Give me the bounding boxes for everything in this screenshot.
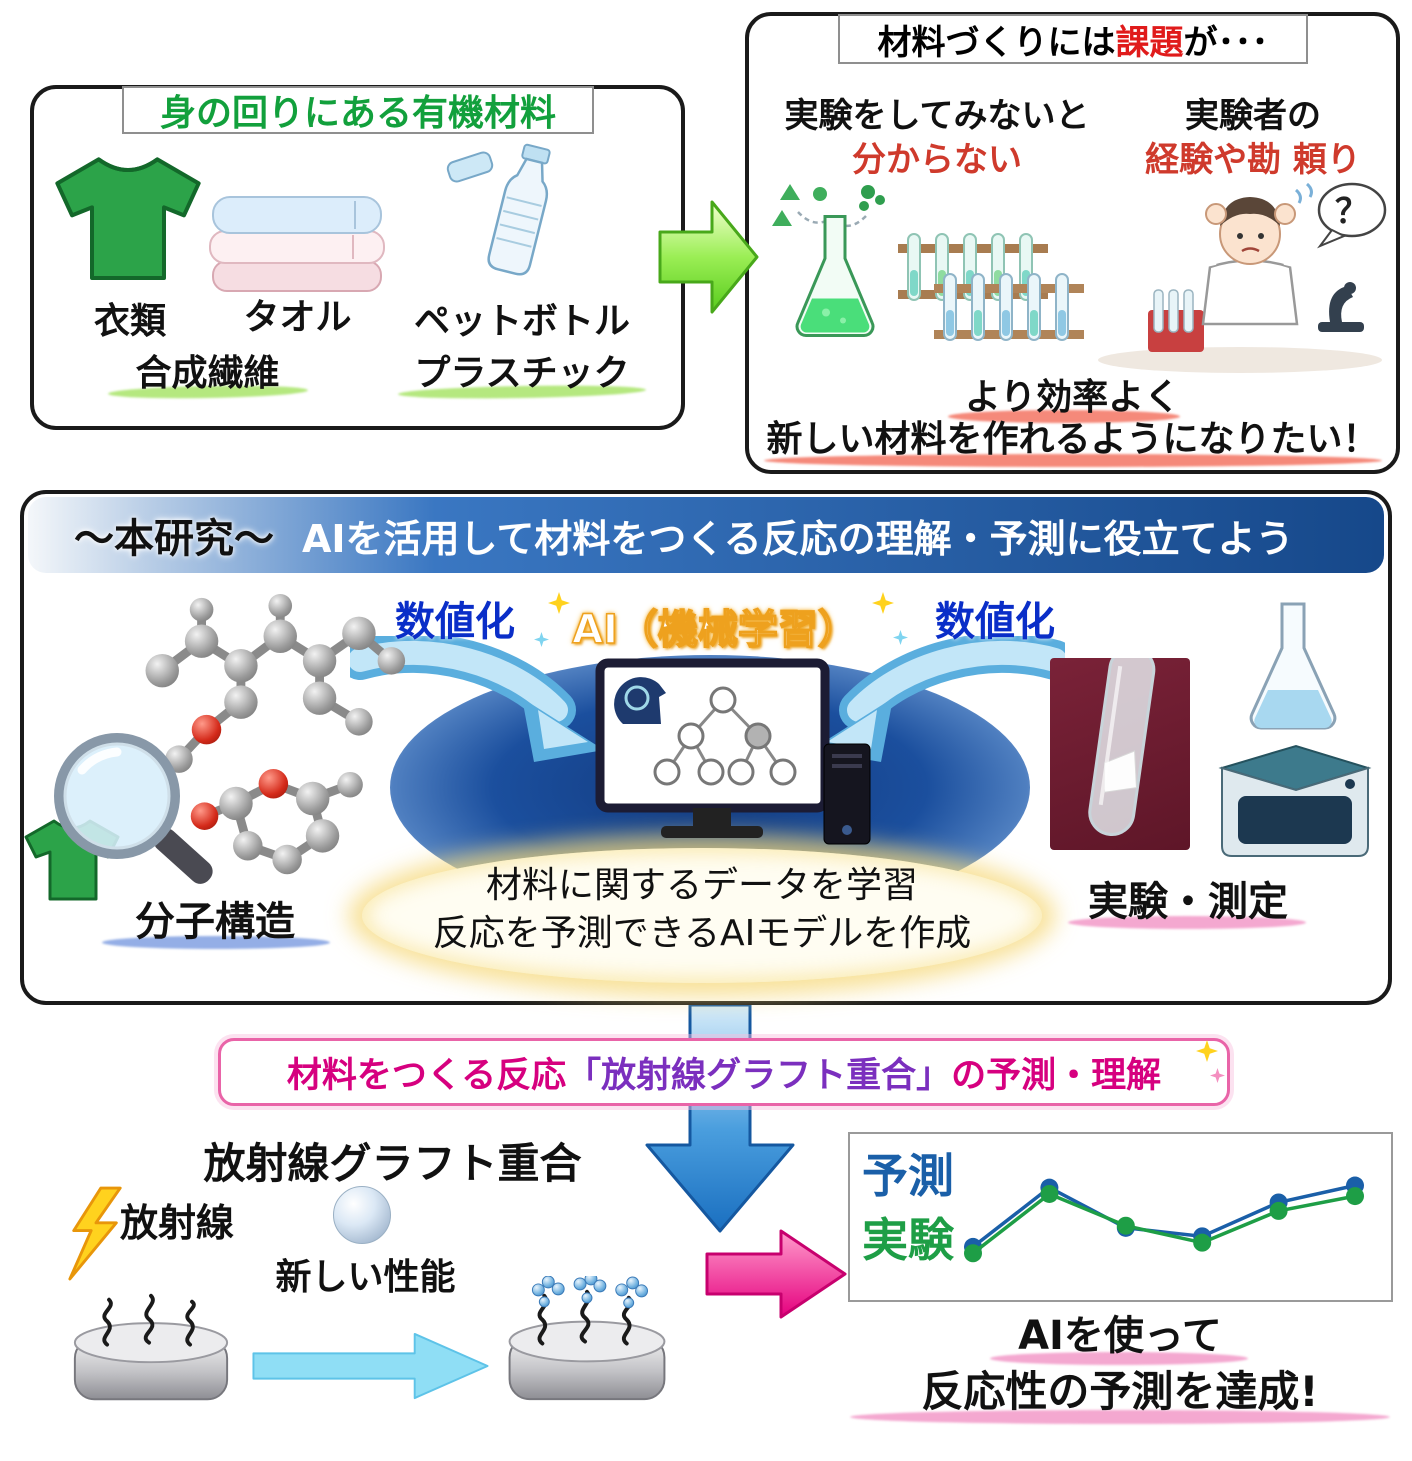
goal-line1: より効率よく <box>964 377 1181 418</box>
underline-accent-molecule <box>102 936 330 949</box>
arrow-down-blue-icon <box>645 1003 795 1233</box>
molecule-model-icon <box>145 593 406 875</box>
result-line2: 反応性の予測を達成! <box>921 1367 1319 1416</box>
magnifier-shirt-icon <box>24 733 213 901</box>
model-description-line1: 材料に関するデータを学習 <box>485 865 918 906</box>
arrow-right-pink-icon <box>705 1229 847 1319</box>
research-header: ～本研究～ AIを活用して材料をつくる反応の理解・予測に役立てよう <box>28 497 1384 573</box>
issue-experience-line1: 実験者の <box>1185 96 1321 136</box>
reaction-banner: 材料をつくる反応 「放射線グラフト重合」 の予測・理解 <box>218 1038 1230 1106</box>
test-tube-photo <box>1050 658 1190 850</box>
ai-monitor-icon <box>595 658 830 838</box>
issue-unknown-line2: 分からない <box>852 140 1022 180</box>
challenges-title: 材料づくりには課題が･･･ <box>838 14 1308 64</box>
issue-experience-line2: 経験や勘 頼り <box>1145 140 1361 180</box>
flask-blue-icon <box>1249 602 1337 730</box>
sparkle-icon <box>893 630 908 645</box>
computer-tower-icon <box>823 743 871 845</box>
polymer-base-icon <box>73 1293 229 1401</box>
result-chart-panel <box>848 1132 1393 1302</box>
underline-accent-goal1 <box>948 410 1180 423</box>
test-tube-rack-icon <box>898 233 1084 341</box>
towel-icon <box>209 196 385 292</box>
banner-pre: 材料をつくる反応 <box>286 1055 567 1096</box>
underline-accent-experiment <box>1068 916 1306 929</box>
challenges-title-post: が･･･ <box>1183 22 1269 63</box>
underline-accent-result1 <box>990 1352 1248 1365</box>
label-towel: タオル <box>243 297 352 338</box>
arrow-right-cyan-icon <box>252 1332 489 1400</box>
model-description-line2: 反応を予測できるAIモデルを作成 <box>432 913 972 954</box>
organic-materials-title: 身の回りにある有機材料 <box>122 86 594 134</box>
flask-green-icon <box>795 215 875 337</box>
curved-arrow-right-icon <box>811 636 1065 762</box>
banner-bracket: 「放射線グラフト重合」 <box>566 1055 952 1096</box>
issue-unknown-line1: 実験をしてみないと <box>784 96 1090 136</box>
goal-line2: 新しい材料を作れるようになりたい！ <box>766 419 1379 460</box>
legend-prediction: 予測 <box>862 1149 954 1203</box>
quantify-right-label: 数値化 <box>935 599 1055 645</box>
underline-accent-result2 <box>850 1410 1390 1424</box>
label-clothing: 衣類 <box>93 301 166 342</box>
research-header-label: ～本研究～ <box>74 516 274 562</box>
new-property-label: 新しい性能 <box>275 1257 456 1298</box>
sparkle-icon <box>548 592 570 614</box>
question-mark-text: ？ <box>1335 192 1369 232</box>
lightning-icon <box>68 1186 122 1281</box>
legend-experiment: 実験 <box>862 1213 954 1267</box>
ai-label: AI（機械学習） <box>571 606 858 653</box>
label-pet-bottle: ペットボトル <box>413 301 630 342</box>
sparkle-icon <box>872 592 894 614</box>
label-plastic: プラスチック <box>414 353 630 394</box>
sparkle-icon <box>534 632 549 647</box>
grafted-polymer-icon <box>508 1276 666 1401</box>
confused-researcher-icon: ？ <box>1098 182 1387 373</box>
monomer-sphere-icon <box>333 1186 391 1244</box>
sparkle-icon <box>1196 1040 1218 1062</box>
graft-title: 放射線グラフト重合 <box>203 1139 582 1188</box>
radiation-label: 放射線 <box>120 1201 235 1245</box>
research-header-title: AIを活用して材料をつくる反応の理解・予測に役立てよう <box>302 516 1294 561</box>
challenges-title-highlight: 課題 <box>1115 22 1184 63</box>
model-glow-ellipse <box>362 848 1042 983</box>
experiment-caption: 実験・測定 <box>1088 879 1288 925</box>
banner-post: の予測・理解 <box>951 1055 1162 1096</box>
result-line1: AIを使って <box>1018 1313 1222 1359</box>
test-tube-sample-icon <box>1088 658 1156 836</box>
tshirt-icon <box>55 157 201 280</box>
prediction-vs-experiment-chart <box>964 1176 1364 1263</box>
underline-accent-goal2 <box>764 454 1382 467</box>
sparkle-icon <box>1210 1068 1225 1083</box>
label-synthetic-fiber: 合成繊維 <box>135 353 280 394</box>
arrow-right-green-icon <box>658 200 759 314</box>
molecule-caption: 分子構造 <box>135 899 295 945</box>
challenges-title-pre: 材料づくりには <box>877 22 1116 63</box>
quantify-left-label: 数値化 <box>395 599 515 645</box>
pet-bottle-icon <box>446 143 551 276</box>
measurement-device-icon <box>1218 744 1372 857</box>
